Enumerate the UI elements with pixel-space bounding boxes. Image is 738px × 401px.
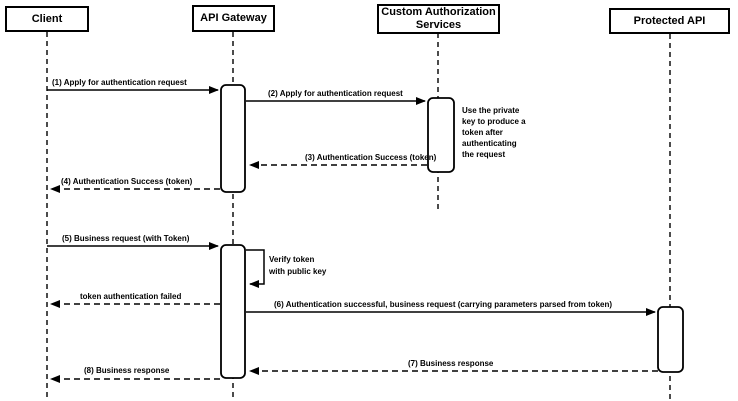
activation-api-gateway-business — [220, 244, 246, 379]
actor-client: Client — [5, 6, 89, 32]
note-private-key: Use the private key to produce a token a… — [462, 106, 526, 159]
actor-protected-api-label: Protected API — [633, 14, 706, 27]
actor-api-gateway-label: API Gateway — [200, 12, 267, 25]
self-message-verify-token-arrow — [246, 249, 265, 288]
actor-client-label: Client — [31, 12, 63, 25]
actor-custom-authorization-services: Custom Authorization Services — [377, 4, 500, 34]
message-7-label: (7) Business response — [408, 359, 494, 368]
actor-protected-api: Protected API — [609, 8, 730, 34]
message-1-label: (1) Apply for authentication request — [52, 78, 187, 87]
message-6-label: (6) Authentication successful, business … — [274, 300, 613, 309]
activation-custom-authorization-services — [427, 97, 455, 173]
message-4-label: (4) Authentication Success (token) — [61, 177, 193, 186]
message-2-label: (2) Apply for authentication request — [268, 89, 403, 98]
self-message-verify-token-label: Verify token with public key — [269, 255, 327, 276]
message-token-failed-label: token authentication failed — [80, 292, 182, 301]
message-8-label: (8) Business response — [84, 366, 170, 375]
activation-api-gateway-auth — [220, 84, 246, 193]
message-5-label: (5) Business request (with Token) — [62, 234, 190, 243]
actor-api-gateway: API Gateway — [192, 5, 275, 32]
message-3-label: (3) Authentication Success (token) — [305, 153, 437, 162]
activation-protected-api — [657, 306, 684, 373]
actor-custom-authorization-services-label: Custom Authorization Services — [381, 6, 496, 31]
